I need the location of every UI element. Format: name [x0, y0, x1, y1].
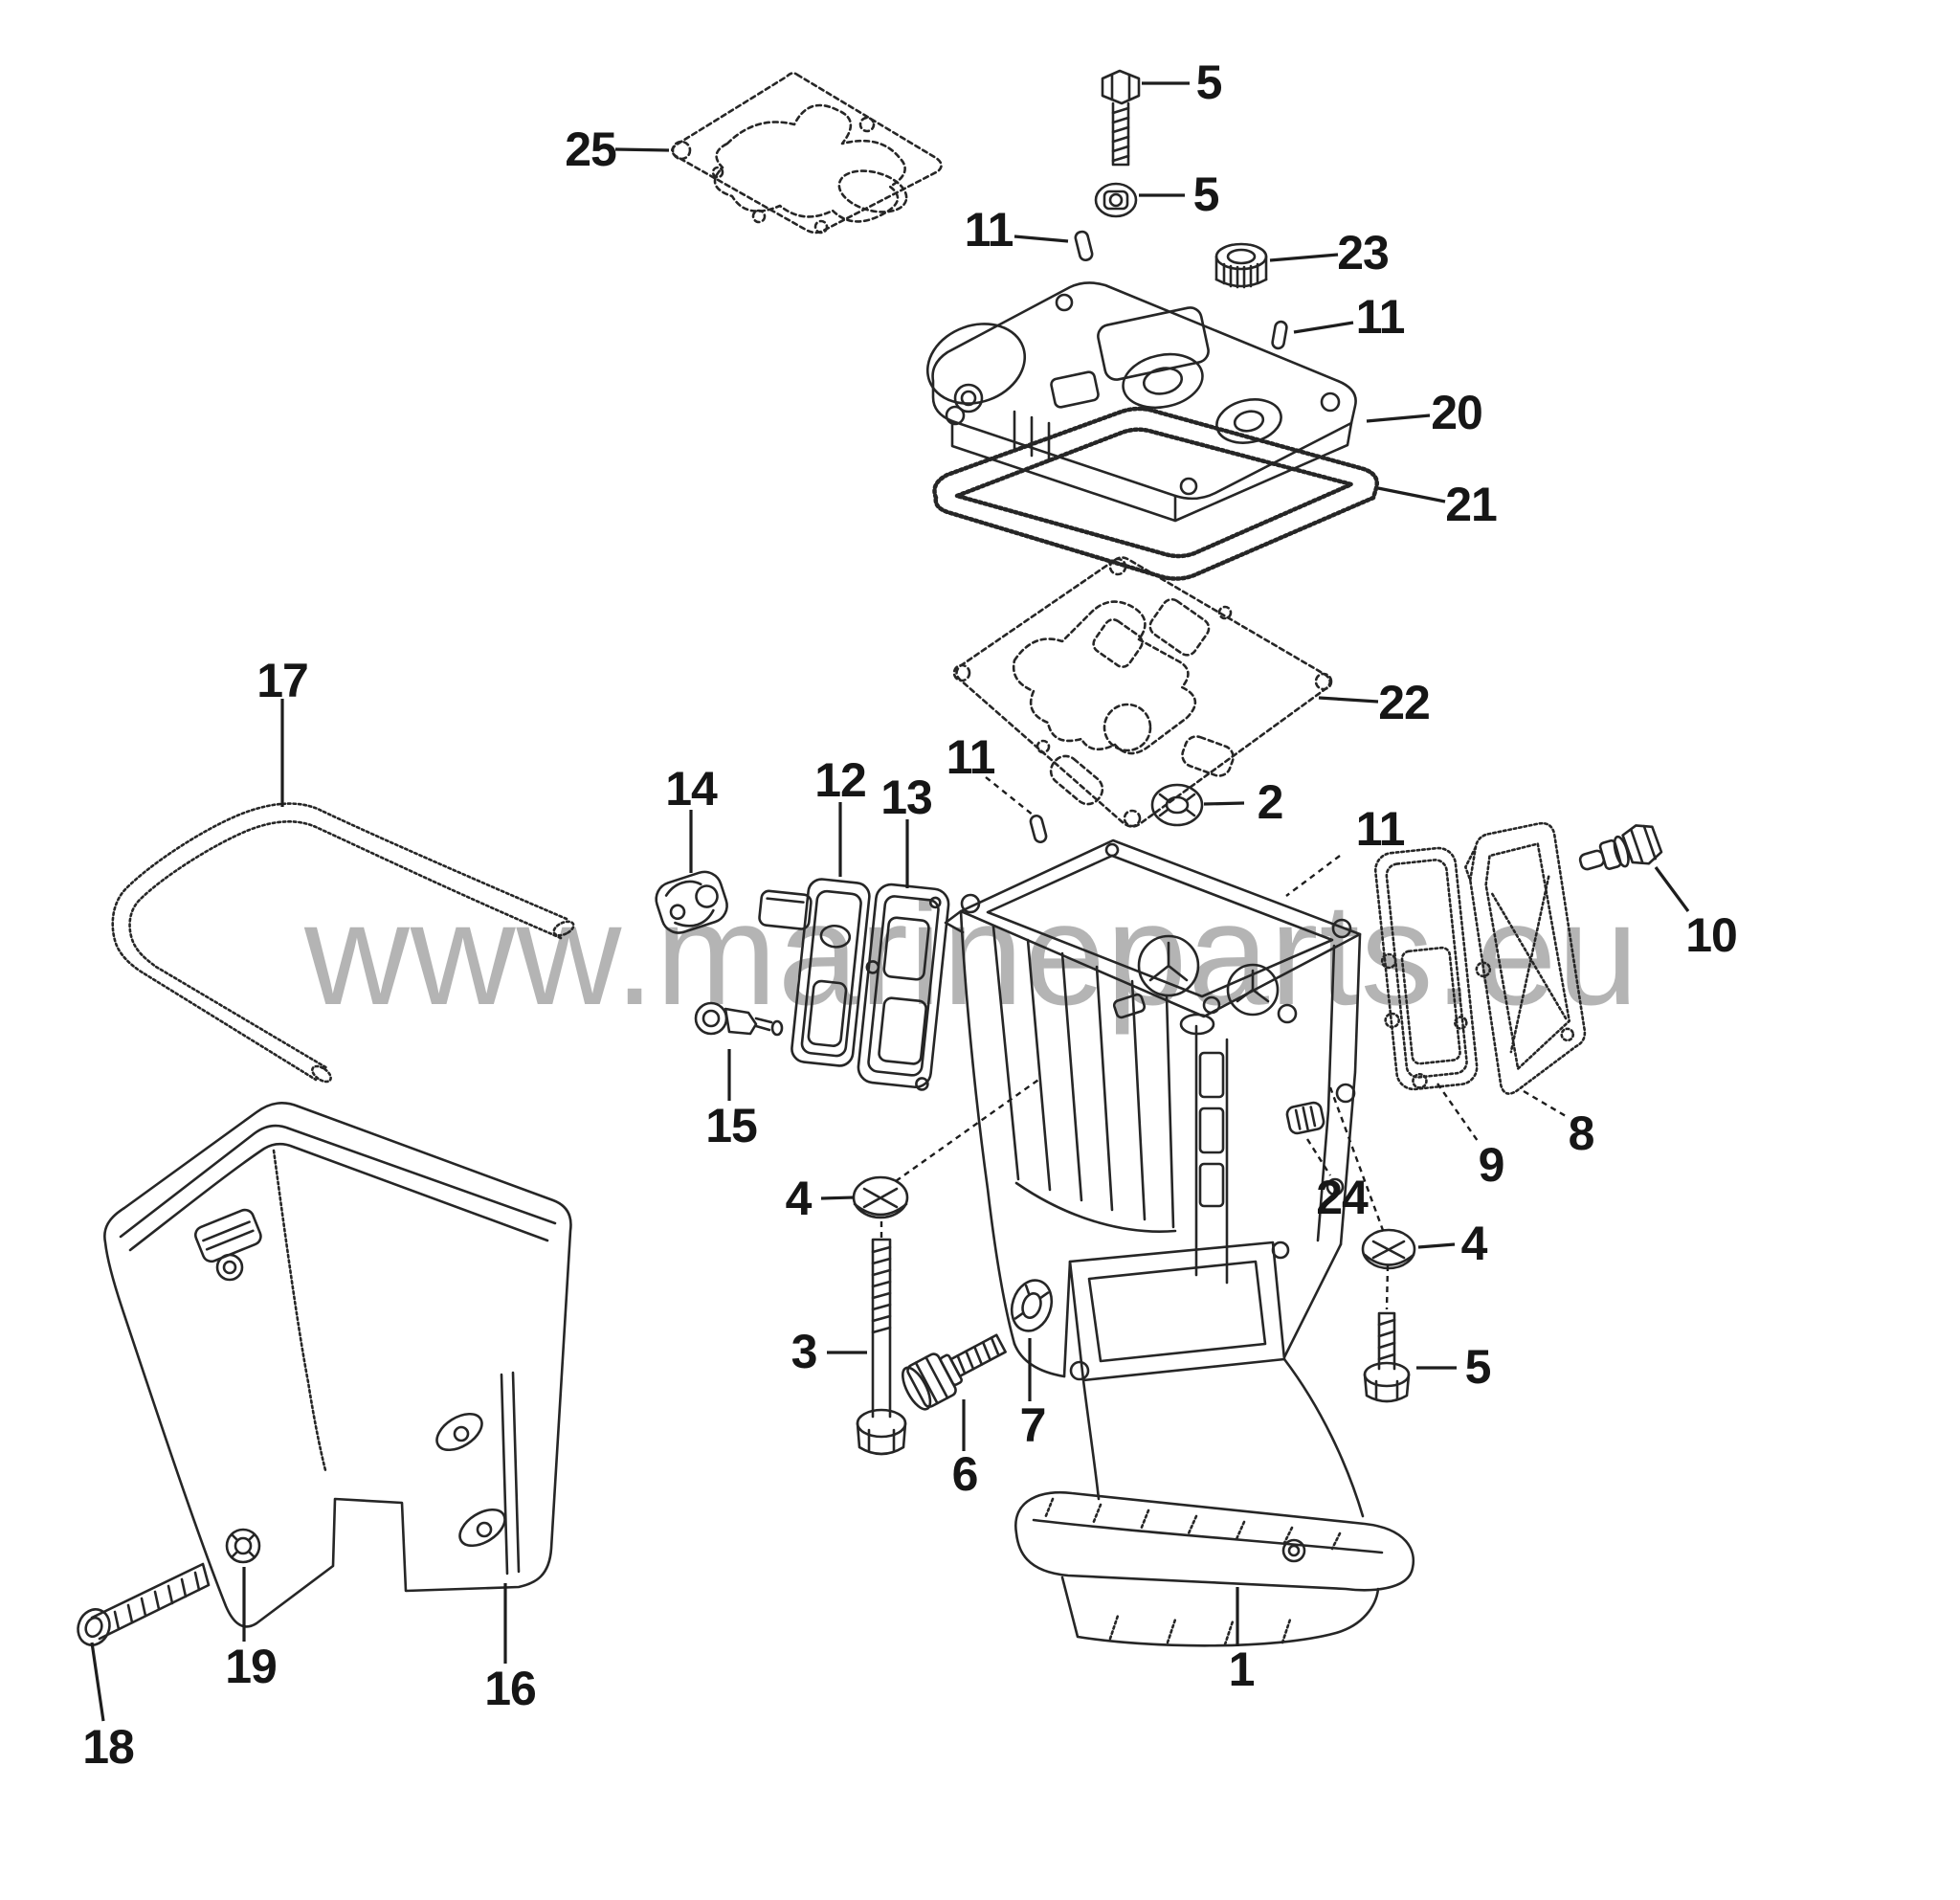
callout-18: 18: [82, 1720, 135, 1774]
part-20-head-drawing: [916, 282, 1355, 521]
callout-16: 16: [484, 1662, 537, 1715]
callout-9: 9: [1478, 1138, 1505, 1192]
callout-14: 14: [665, 762, 718, 816]
part-14-mount-drawing: [652, 867, 731, 937]
part-11-pin-c-drawing: [1030, 815, 1048, 843]
callout-7: 7: [1019, 1398, 1047, 1452]
callout-13: 13: [880, 771, 933, 824]
part-6-bolt-drawing: [898, 1323, 1013, 1413]
callout-11-c: 11: [946, 730, 996, 784]
part-18-screw-drawing: [73, 1564, 209, 1650]
part-2-nut-drawing: [1152, 785, 1202, 825]
part-7-washer-drawing: [1006, 1275, 1058, 1336]
part-16-cover-drawing: [104, 1103, 570, 1626]
part-21-seal-drawing: [935, 409, 1377, 579]
callout-19: 19: [225, 1640, 278, 1693]
callout-21: 21: [1445, 478, 1498, 531]
callout-10: 10: [1685, 908, 1738, 962]
callout-6: 6: [951, 1447, 979, 1501]
part-5-bolt-right-drawing: [1365, 1313, 1409, 1401]
callout-5-right: 5: [1464, 1340, 1492, 1394]
callout-25: 25: [565, 123, 617, 176]
part-25-gasket-drawing: [672, 73, 941, 233]
part-9-plate-drawing: [1369, 846, 1479, 1091]
part-5-nut-top-drawing: [1096, 184, 1136, 216]
callout-17: 17: [256, 654, 309, 707]
callout-2: 2: [1257, 775, 1284, 829]
callout-5-top: 5: [1195, 56, 1223, 109]
part-11-pin-a-drawing: [1075, 231, 1094, 261]
part-23-nut-drawing: [1216, 244, 1266, 287]
callout-22: 22: [1378, 676, 1431, 729]
callout-3: 3: [791, 1325, 818, 1378]
part-22-gasket-drawing: [954, 558, 1331, 827]
callout-23: 23: [1337, 226, 1390, 279]
callout-11-a: 11: [964, 203, 1014, 257]
part-11-pin-b-drawing: [1272, 321, 1288, 349]
callout-24: 24: [1316, 1171, 1369, 1224]
callout-11-b: 11: [1355, 290, 1406, 344]
part-4-nut-right-drawing: [1363, 1230, 1414, 1268]
callout-4-left: 4: [785, 1172, 813, 1225]
callout-12: 12: [814, 753, 867, 807]
callout-1: 1: [1228, 1643, 1256, 1696]
part-5-bolt-top-drawing: [1102, 71, 1139, 165]
part-17-tube-drawing: [113, 804, 576, 1085]
part-24-plug-drawing: [1285, 1102, 1325, 1135]
part-15-fitting-drawing: [696, 1003, 782, 1035]
part-1-housing-drawing: [946, 840, 1414, 1645]
callout-8: 8: [1568, 1106, 1595, 1160]
callout-20: 20: [1431, 386, 1483, 439]
callout-4-right: 4: [1460, 1217, 1488, 1270]
part-12-bracket-drawing: [745, 873, 870, 1067]
part-10-fitting-drawing: [1575, 820, 1663, 882]
part-4-nut-left-drawing: [854, 1177, 907, 1218]
callout-15: 15: [705, 1099, 758, 1152]
watermark-text: www.marineparts.eu: [304, 873, 1639, 1036]
callout-11-d: 11: [1355, 802, 1406, 856]
part-3-bolt-drawing: [858, 1240, 905, 1454]
part-19-washer-drawing: [227, 1530, 259, 1562]
callout-5-nut: 5: [1192, 168, 1220, 221]
part-8-plate-drawing: [1462, 821, 1589, 1096]
part-13-gasket-plate-drawing: [855, 883, 950, 1090]
leader-lines: [92, 83, 1688, 1721]
